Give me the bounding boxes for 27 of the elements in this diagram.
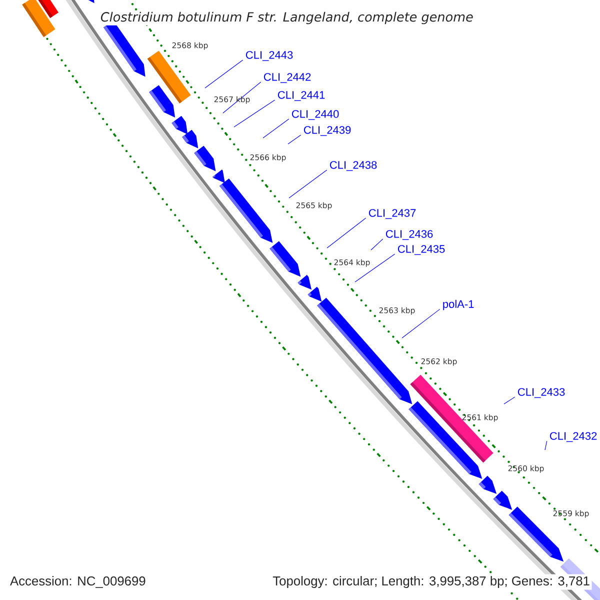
gene-label: polA-1 (443, 300, 474, 310)
leader-line (354, 254, 396, 282)
gene-label: CLI_2433 (518, 388, 565, 398)
gene-label: CLI_2438 (330, 161, 377, 171)
leader-line (544, 440, 548, 450)
gene-label: CLI_2441 (278, 91, 325, 101)
leader-line (222, 82, 262, 114)
gene-label: CLI_2443 (246, 51, 293, 61)
title: Clostridium botulinum F str. Langeland, complete genome (99, 10, 475, 26)
leader-line (504, 396, 516, 404)
info-text: Accession: NC_009699 (8, 574, 148, 590)
leader-line (262, 118, 290, 138)
gene-label: CLI_2437 (368, 209, 416, 219)
gene-label: CLI_2432 (550, 432, 597, 442)
leader-line (288, 134, 302, 144)
info-text: Topology: circular; Length: 3,995,387 bp; Genes: 3,781 (270, 574, 592, 590)
leader-line (234, 100, 276, 128)
gene-label: CLI_2442 (264, 73, 311, 83)
leader-line (402, 308, 440, 338)
leader-line (370, 238, 384, 250)
leader-line (204, 60, 244, 88)
gene-label: CLI_2436 (386, 230, 433, 240)
gene-label: CLI_2435 (398, 245, 445, 255)
leader-line (288, 170, 328, 198)
leader-line (326, 218, 366, 248)
gene-label: CLI_2440 (292, 110, 339, 120)
gene-label: CLI_2439 (304, 126, 351, 136)
